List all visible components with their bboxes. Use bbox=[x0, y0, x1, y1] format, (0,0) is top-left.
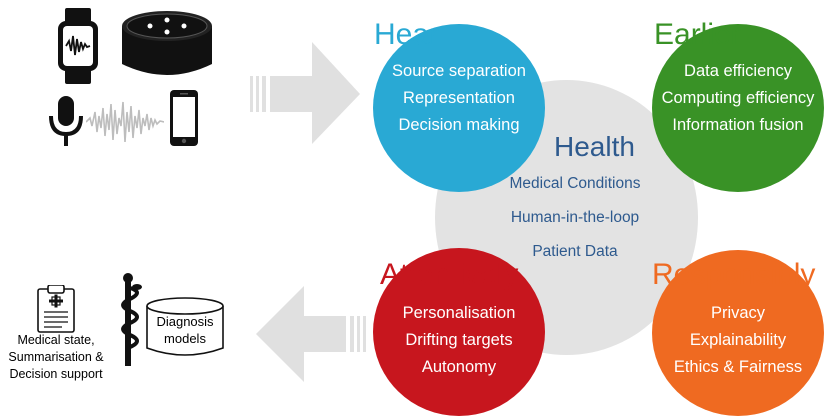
caduceus-icon bbox=[121, 273, 142, 366]
hear-item: Representation bbox=[403, 89, 515, 107]
responsibly-circle bbox=[652, 250, 824, 416]
smartwatch-icon bbox=[58, 8, 98, 84]
earlier-item: Information fusion bbox=[672, 116, 804, 134]
health-items: Medical Conditions Human-in-the-loop Pat… bbox=[495, 167, 655, 269]
input-arrow-icon bbox=[250, 42, 360, 144]
responsibly-item: Privacy bbox=[710, 304, 766, 322]
attentively-items: Personalisation Drifting targets Autonom… bbox=[373, 300, 545, 381]
clipboard-icon bbox=[37, 285, 75, 333]
hear-item: Decision making bbox=[398, 116, 520, 134]
medical-output-line: Summarisation & bbox=[8, 350, 104, 364]
hear-item: Source separation bbox=[392, 62, 526, 80]
health-item: Patient Data bbox=[532, 243, 618, 260]
microphone-icon bbox=[49, 96, 83, 146]
earlier-title: Earlier bbox=[654, 18, 741, 51]
output-arrow-icon bbox=[256, 286, 366, 382]
health-title: Health bbox=[554, 131, 635, 162]
responsibly-title: Responsibly bbox=[652, 258, 816, 291]
database-label-line: models bbox=[164, 331, 206, 346]
earlier-item: Data efficiency bbox=[684, 62, 792, 80]
earlier-items: Data efficiency Computing efficiency Inf… bbox=[652, 58, 824, 139]
earlier-item: Computing efficiency bbox=[661, 89, 815, 107]
responsibly-items: Privacy Explainability Ethics & Fairness bbox=[652, 300, 824, 381]
smart-speaker-icon bbox=[122, 11, 212, 75]
responsibly-item: Ethics & Fairness bbox=[673, 358, 803, 376]
attentively-item: Drifting targets bbox=[405, 331, 513, 349]
smartphone-icon bbox=[170, 90, 198, 146]
attentively-item: Autonomy bbox=[421, 358, 497, 376]
waveform-icon bbox=[86, 101, 164, 143]
responsibly-item: Explainability bbox=[689, 331, 787, 349]
health-item: Medical Conditions bbox=[509, 175, 641, 192]
database-icon bbox=[146, 297, 224, 356]
database-label: Diagnosis models bbox=[146, 313, 224, 347]
attentively-item: Personalisation bbox=[402, 304, 516, 322]
medical-output-line: Medical state, bbox=[17, 333, 95, 347]
hear-items: Source separation Representation Decisio… bbox=[373, 58, 545, 139]
medical-output-label: Medical state, Summarisation & Decision … bbox=[0, 332, 112, 383]
earlier-circle bbox=[652, 24, 824, 192]
attentively-title: Attentively bbox=[380, 258, 519, 291]
hear-circle bbox=[373, 24, 545, 192]
health-item: Human-in-the-loop bbox=[510, 209, 640, 226]
attentively-circle bbox=[373, 248, 545, 416]
medical-output-line: Decision support bbox=[9, 367, 103, 381]
database-label-line: Diagnosis bbox=[156, 314, 214, 329]
hear-title: Hear bbox=[374, 18, 440, 51]
